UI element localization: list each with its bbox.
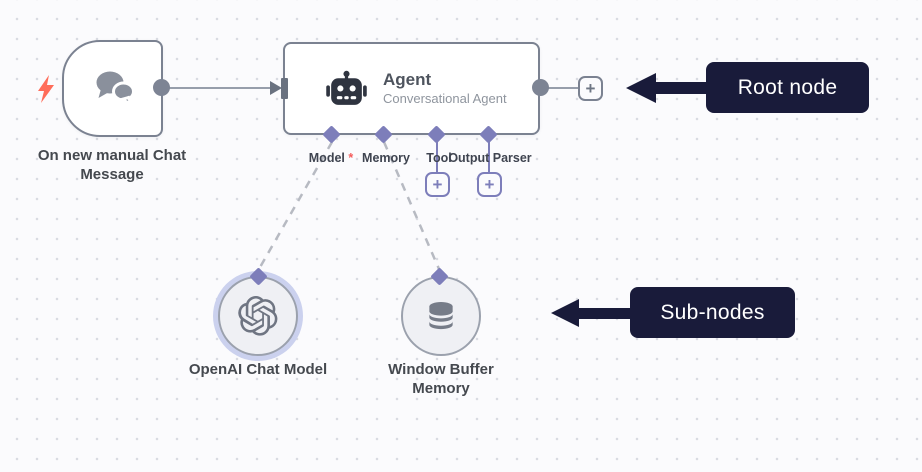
sub-nodes-arrow-icon: [551, 299, 579, 327]
agent-node[interactable]: Agent Conversational Agent: [283, 42, 540, 135]
add-output-parser-button[interactable]: +: [477, 172, 502, 197]
sub-nodes-annotation-label: Sub-nodes: [660, 300, 765, 324]
root-node-annotation-label: Root node: [737, 75, 838, 99]
agent-input-endpoint[interactable]: [281, 78, 288, 99]
agent-node-subtitle: Conversational Agent: [383, 91, 507, 107]
plus-icon: +: [432, 175, 443, 194]
window-buffer-memory-node-label: Window Buffer Memory: [388, 361, 494, 397]
agent-node-title: Agent: [383, 69, 432, 89]
lightning-bolt-icon: [38, 75, 54, 103]
database-icon: [429, 302, 453, 330]
sub-node-window-buffer-memory[interactable]: [401, 276, 481, 356]
required-asterisk: *: [348, 151, 354, 165]
trigger-node-label: On new manual Chat Message: [37, 147, 187, 183]
plus-icon: +: [585, 79, 596, 98]
sub-node-openai-chat-model[interactable]: [218, 276, 298, 356]
model-port-label: Model *: [308, 151, 354, 165]
robot-icon: [326, 70, 367, 105]
memory-port-label: Memory: [362, 151, 410, 165]
root-node-arrow-shaft: [652, 82, 708, 94]
root-node-arrow-icon: [626, 73, 656, 103]
chat-bubbles-icon: [96, 71, 135, 107]
add-tool-button[interactable]: +: [425, 172, 450, 197]
sub-nodes-annotation: Sub-nodes: [630, 287, 795, 338]
output-parser-port-label: Output Parser: [448, 151, 532, 165]
trigger-output-endpoint[interactable]: [153, 79, 170, 96]
agent-output-endpoint[interactable]: [532, 79, 549, 96]
openai-node-label: OpenAI Chat Model: [188, 361, 328, 378]
root-node-annotation: Root node: [706, 62, 869, 113]
openai-logo-icon: [238, 296, 278, 336]
add-node-button[interactable]: +: [578, 76, 603, 101]
sub-nodes-arrow-shaft: [575, 308, 632, 319]
trigger-node-chat-message[interactable]: [62, 40, 163, 137]
plus-icon: +: [484, 175, 495, 194]
